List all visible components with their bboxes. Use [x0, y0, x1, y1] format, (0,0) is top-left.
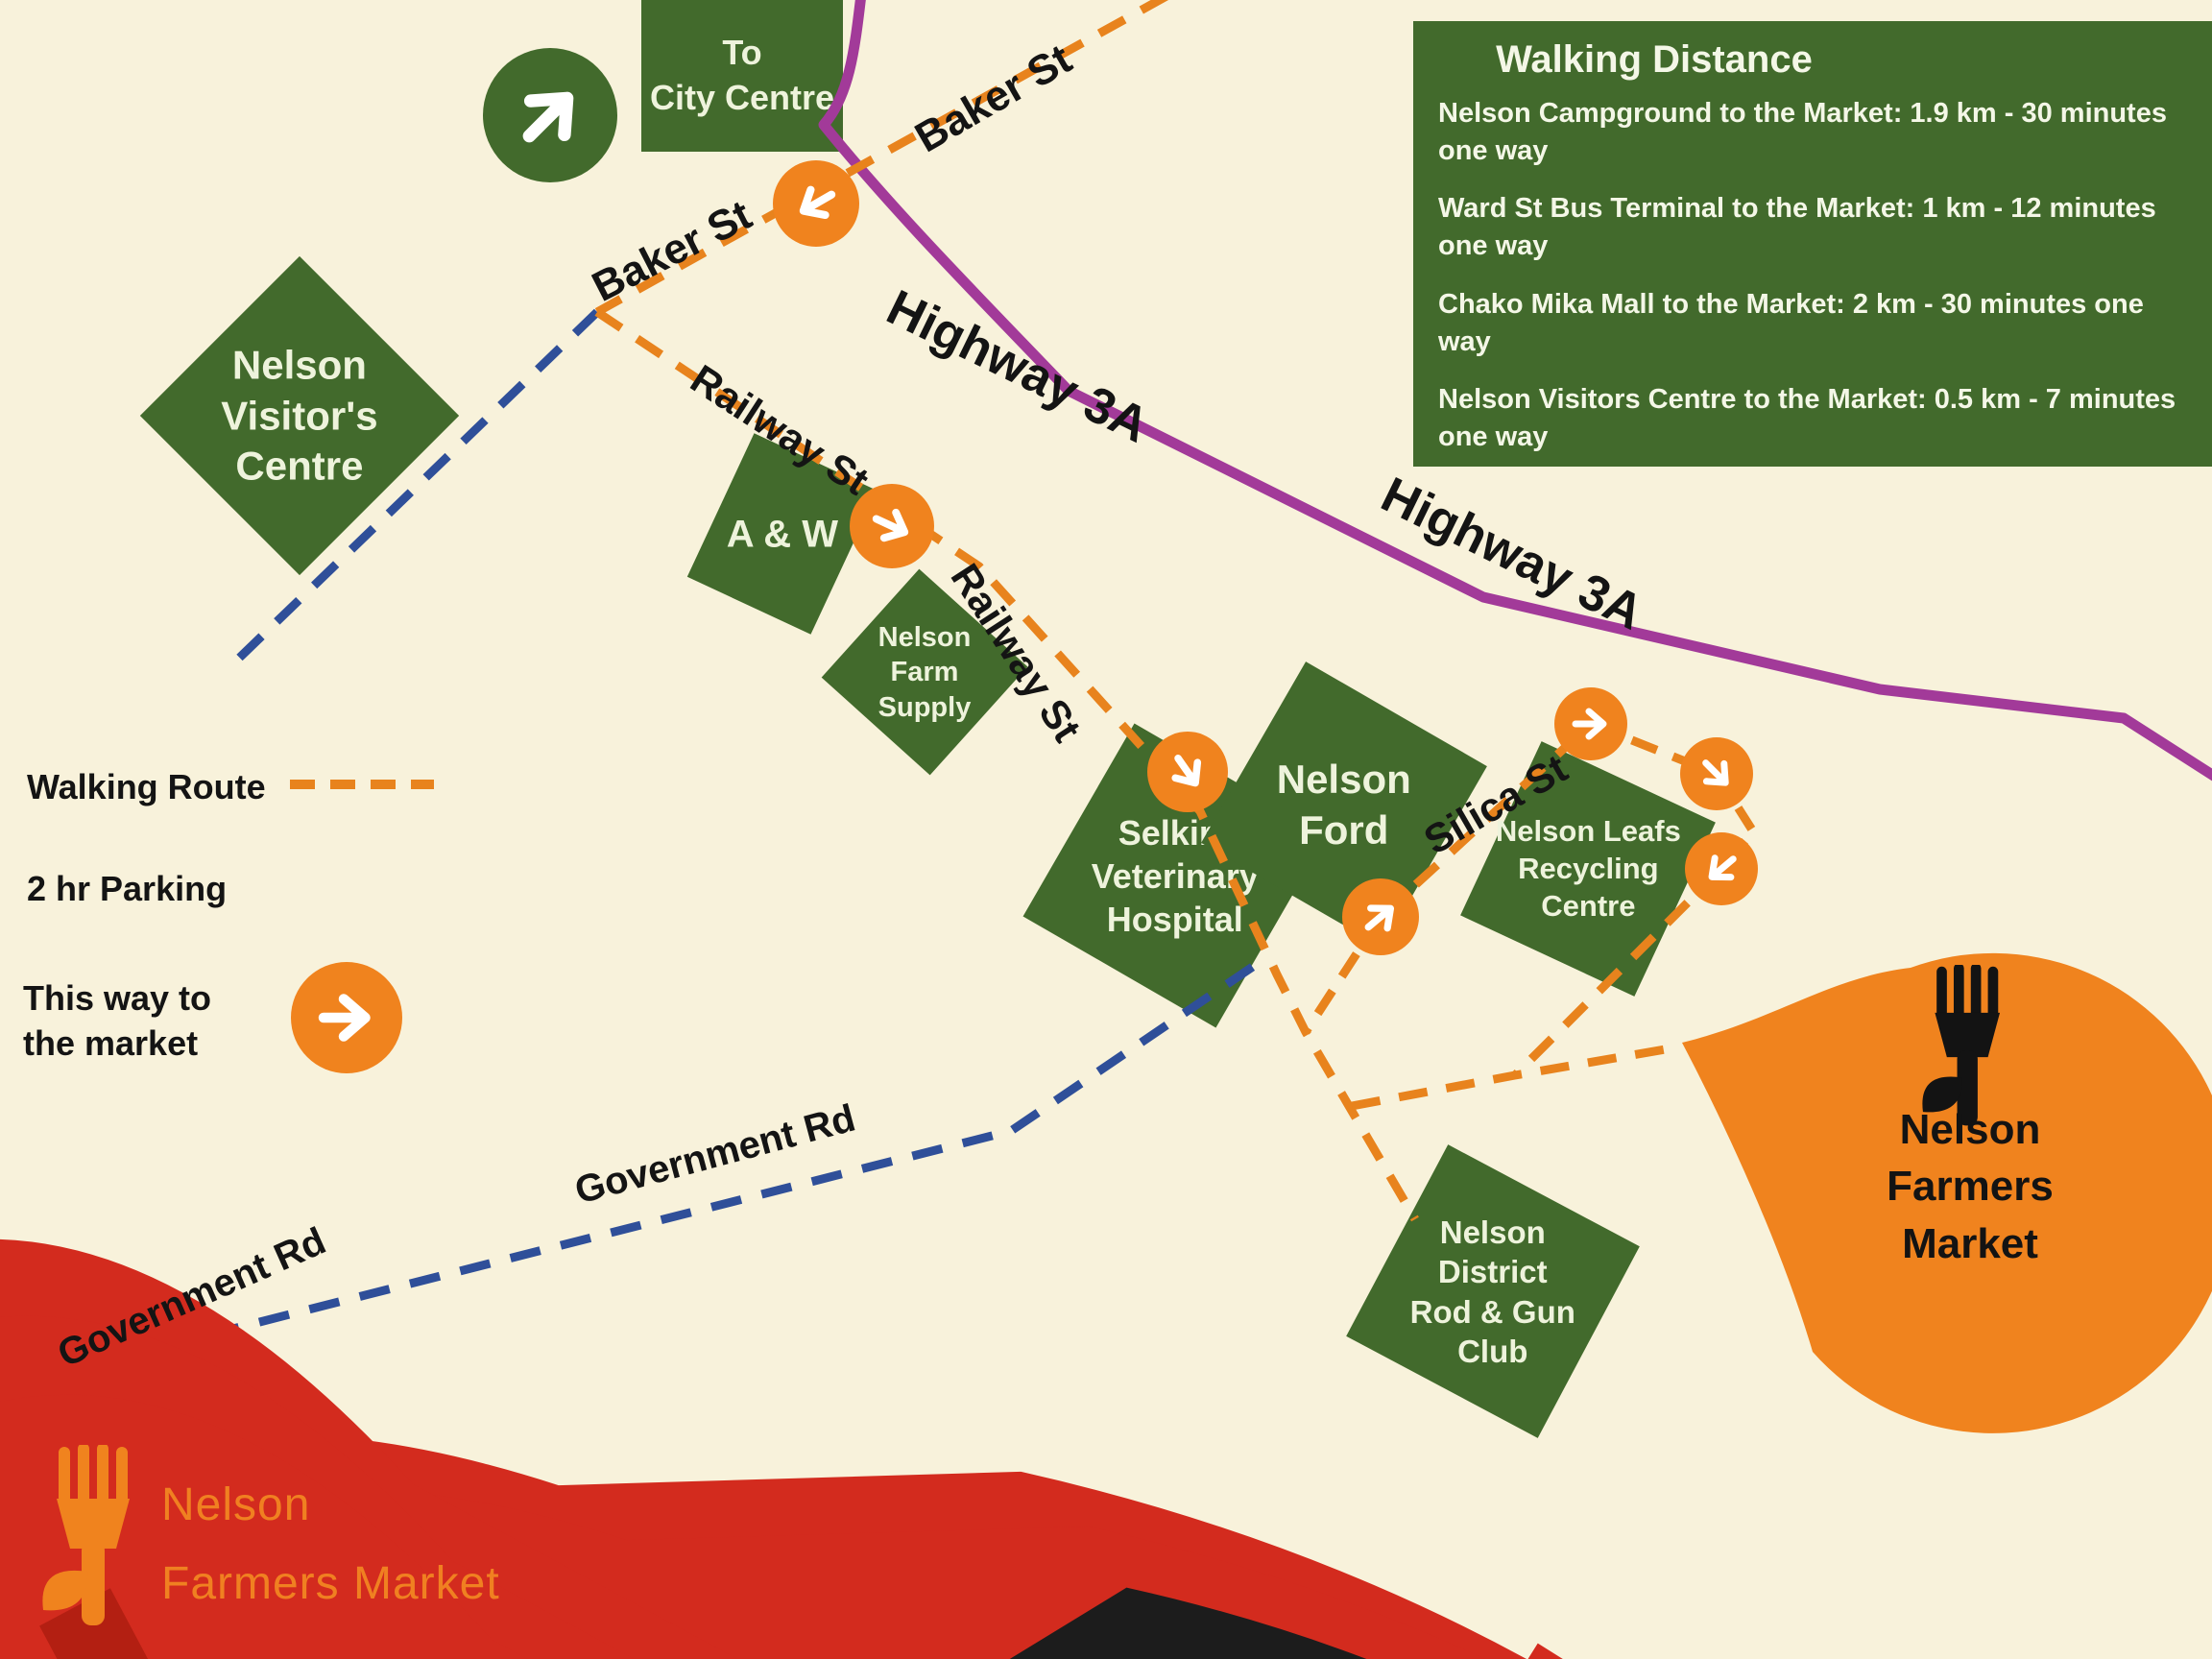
aw-label: A & W [726, 513, 839, 555]
arrow-southeast-icon [1684, 741, 1749, 806]
street-label-baker-lower: Baker St [585, 191, 759, 311]
street-label-highway-lower: Highway 3A [1372, 467, 1652, 641]
railway-st-direction-circle [850, 484, 934, 568]
to-city-centre-sign: To City Centre [641, 0, 843, 152]
arrow-northeast-icon [488, 53, 613, 178]
arrow-right-icon [857, 492, 926, 561]
visitors-centre-diamond: Nelson Visitor's Centre [139, 255, 460, 576]
arrow-southwest-icon [780, 167, 853, 240]
arrow-right-icon [1568, 701, 1614, 747]
baker-st-direction-circle [773, 160, 859, 247]
arrow-northeast-icon [1347, 883, 1414, 950]
street-label-highway-upper: Highway 3A [878, 279, 1158, 454]
walking-distance-item: Chako Mika Mall to the Market: 2 km - 30… [1438, 288, 2144, 357]
leafs-recycling-label: Nelson Leafs Recycling Centre [1495, 813, 1681, 923]
market-label: Nelson Farmers Market [1887, 1105, 2054, 1267]
rod-gun-club-label: Nelson District Rod & Gun Club [1409, 1214, 1576, 1369]
legend-direction-circle [291, 962, 402, 1073]
street-label-baker-upper: Baker St [907, 35, 1080, 162]
ford-direction-circle [1342, 878, 1419, 955]
parking-car [0, 901, 1912, 1659]
silica-direction-circle [1554, 687, 1627, 760]
legend-this-way-label: This way to the market [23, 978, 212, 1063]
walking-distance-title: Walking Distance [1496, 38, 1813, 81]
street-label-government-left: Government Rd [51, 1219, 332, 1376]
arrow-southeast-icon [1153, 737, 1222, 806]
walking-distance-item: Ward St Bus Terminal to the Market: 1 km… [1438, 193, 2156, 262]
market-branch-route [1351, 1042, 1683, 1111]
legend-parking-label: 2 hr Parking [27, 869, 228, 908]
farm-supply-label: Nelson Farm Supply [878, 621, 972, 723]
logo-line1: Nelson [161, 1479, 311, 1530]
nelson-ford-label: Nelson Ford [1276, 756, 1412, 853]
selkirk-direction-circle [1147, 732, 1228, 812]
logo-fork-leaf-icon [34, 1445, 156, 1637]
visitors-centre-label: Nelson Visitor's Centre [221, 342, 378, 489]
city-centre-direction-circle [483, 48, 617, 182]
parking-car [0, 1432, 2200, 1659]
legend-walking-route-label: Walking Route [27, 767, 266, 806]
street-label-government-mid: Government Rd [570, 1096, 860, 1213]
walking-distance-panel: Walking Distance Nelson Campground to th… [1413, 21, 2212, 467]
arrow-right-icon [312, 983, 381, 1052]
market-direction-circle [1685, 832, 1758, 905]
walking-distance-item: Nelson Visitors Centre to the Market: 0.… [1438, 383, 2176, 452]
recycling-direction-circle [1680, 737, 1753, 810]
logo-line2: Farmers Market [161, 1558, 500, 1609]
rod-gun-club-diamond: Nelson District Rod & Gun Club [1346, 1144, 1640, 1438]
walking-distance-item: Nelson Campground to the Market: 1.9 km … [1438, 98, 2167, 167]
arrow-southwest-icon [1689, 836, 1754, 902]
